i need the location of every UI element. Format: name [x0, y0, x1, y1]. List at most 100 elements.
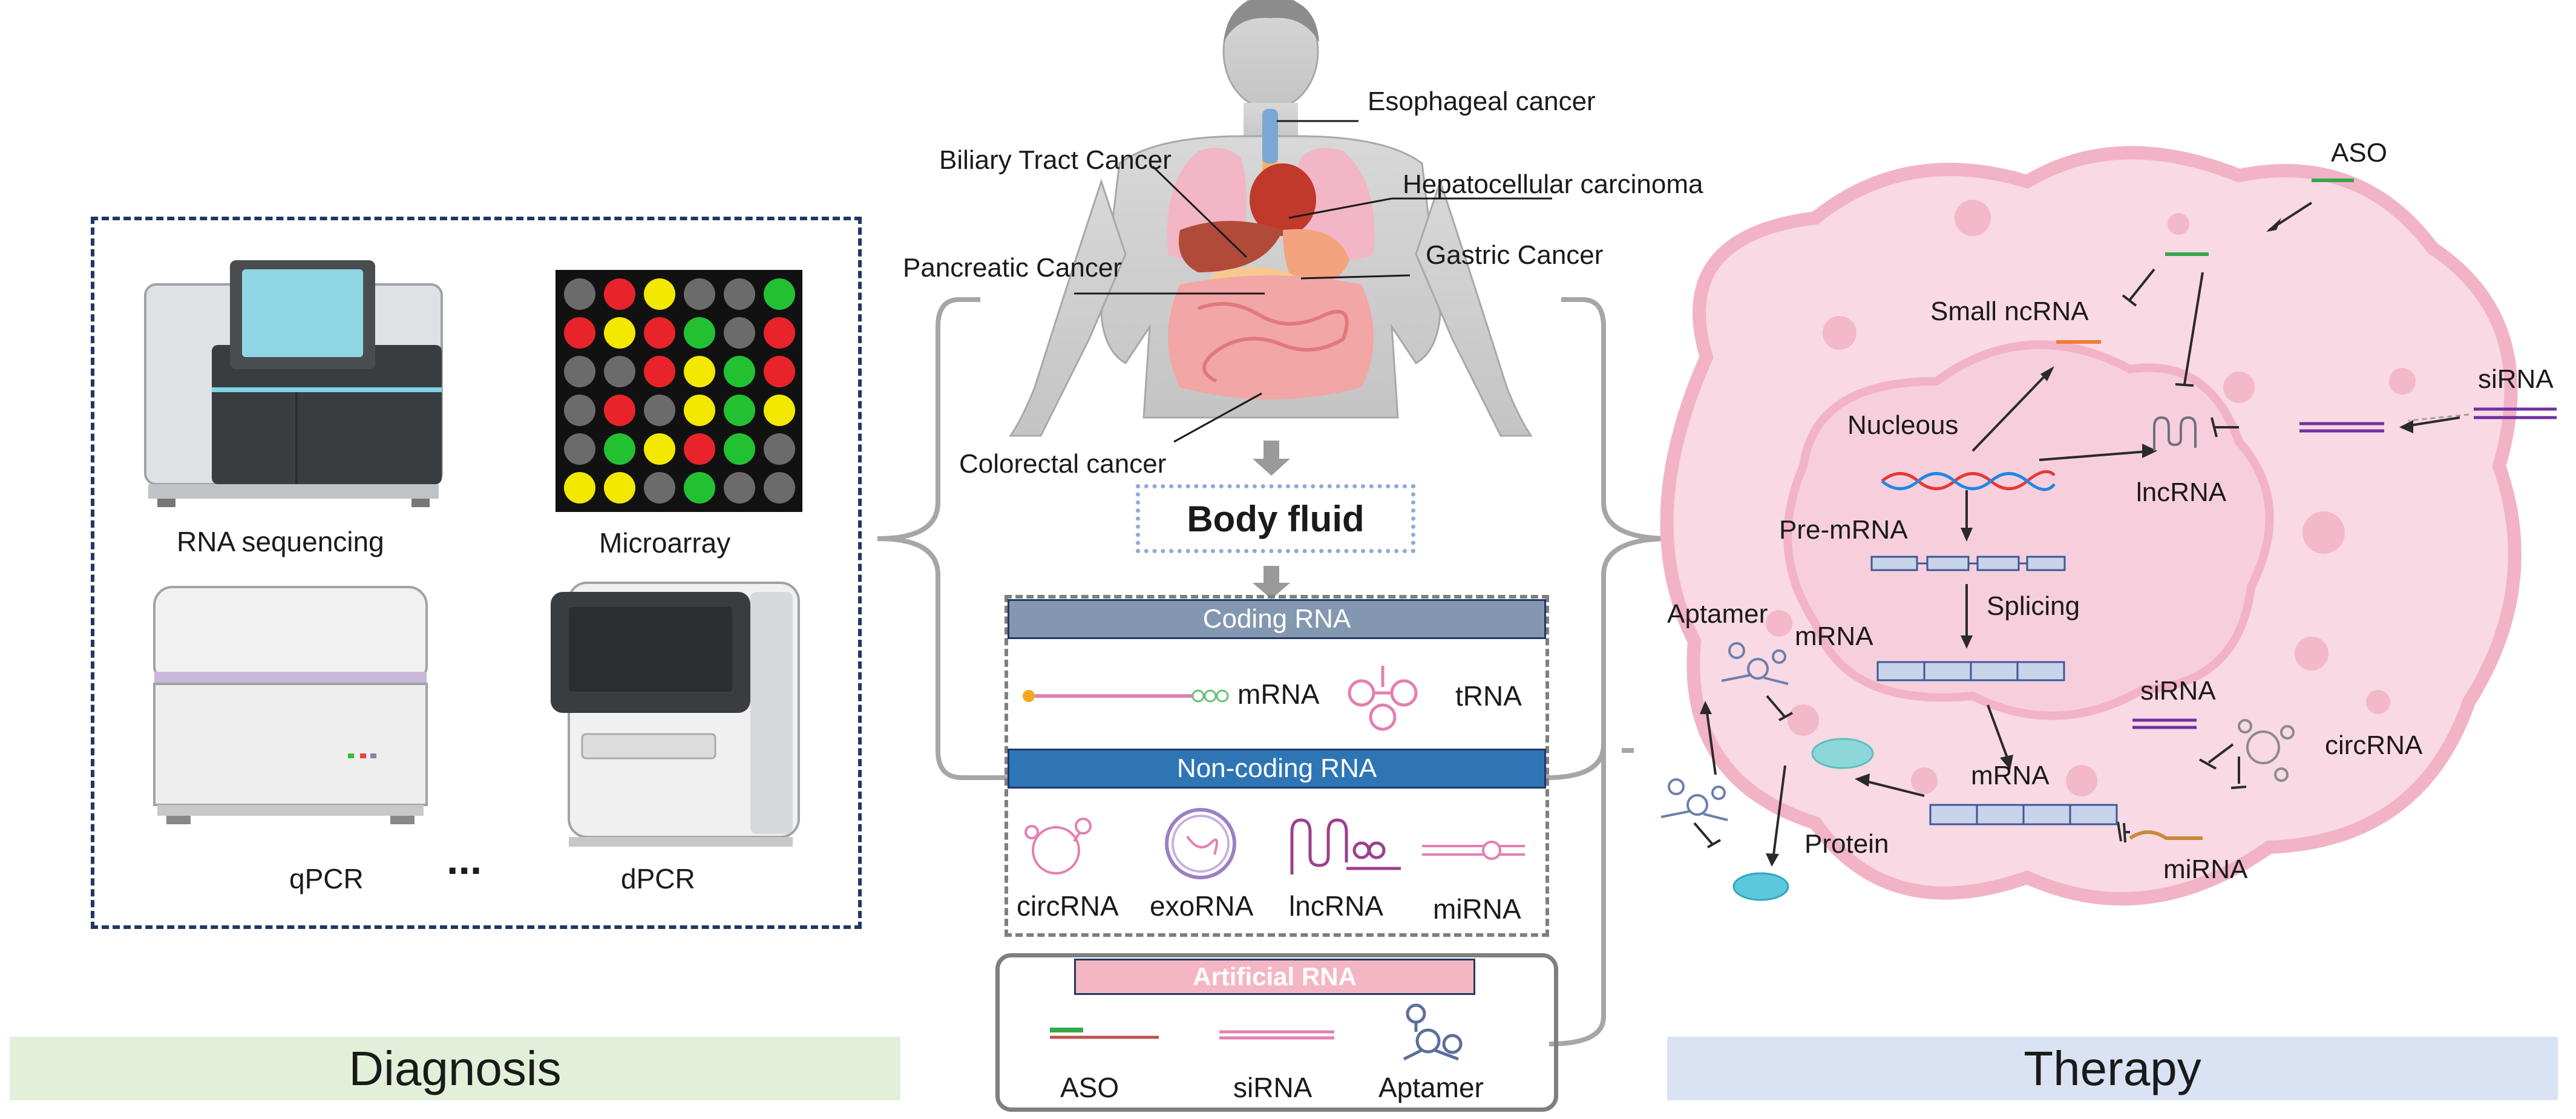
noncoding-rna-header: Non-coding RNA: [1008, 749, 1546, 789]
therapy-splicing-label: Splicing: [1987, 591, 2080, 621]
therapy-section-bar: Therapy: [1667, 1037, 2558, 1100]
microarray-spot: [604, 472, 635, 504]
sirna-artificial-label: siRNA: [1233, 1072, 1313, 1103]
dpcr-label: dPCR: [621, 863, 695, 894]
human-body-illustration: [1009, 0, 1533, 437]
microarray-spot: [724, 395, 755, 426]
microarray-illustration: [556, 270, 802, 512]
diagnosis-panel: [91, 217, 862, 929]
microarray-spot: [764, 395, 795, 426]
microarray-spot: [564, 278, 595, 310]
therapy-circrna-label: circRNA: [2325, 730, 2423, 760]
cancer-label-hepatocellular: Hepatocellular carcinoma: [1403, 169, 1703, 199]
therapy-mrna-inner-label: mRNA: [1795, 622, 1873, 651]
diagnosis-section-bar: Diagnosis: [10, 1037, 900, 1100]
microarray-spot: [684, 356, 715, 387]
microarray-spot: [764, 278, 795, 310]
microarray-spot: [604, 356, 635, 387]
natural-rna-panel: [1005, 595, 1549, 937]
therapy-pre-mrna-label: Pre-mRNA: [1779, 515, 1908, 545]
exorna-illustration: [1165, 808, 1236, 879]
cancer-label-esophageal: Esophageal cancer: [1368, 87, 1596, 116]
microarray-spot: [764, 472, 795, 504]
microarray-spot: [684, 317, 715, 349]
microarray-spot: [564, 356, 595, 387]
microarray-spot: [764, 356, 795, 387]
microarray-label: Microarray: [599, 527, 731, 559]
lncrna-illustration: [1290, 818, 1401, 875]
microarray-spot: [724, 278, 755, 310]
microarray-spot: [764, 433, 795, 465]
circrna-label: circRNA: [1017, 890, 1119, 922]
qpcr-label: qPCR: [289, 863, 364, 894]
microarray-spot: [684, 433, 715, 465]
diagnosis-section-label: Diagnosis: [349, 1041, 562, 1095]
therapy-mrna-outer-label: mRNA: [1971, 761, 2050, 790]
mirna-label: miRNA: [1433, 893, 1521, 925]
trna-illustration: [1348, 666, 1418, 731]
microarray-spot: [724, 356, 755, 387]
microarray-spot: [764, 317, 795, 349]
lncrna-label: lncRNA: [1289, 890, 1383, 922]
microarray-spot: [564, 317, 595, 349]
microarray-spot: [684, 395, 715, 426]
cancer-label-pancreatic: Pancreatic Cancer: [903, 253, 1122, 283]
microarray-spot: [644, 433, 675, 465]
microarray-spot: [644, 395, 675, 426]
microarray-spot: [724, 317, 755, 349]
microarray-spot: [604, 317, 635, 349]
microarray-spot: [684, 278, 715, 310]
therapy-small-ncrna-label: Small ncRNA: [1930, 297, 2089, 326]
microarray-spot: [644, 356, 675, 387]
microarray-spot: [644, 472, 675, 504]
aptamer-artificial-label: Aptamer: [1378, 1072, 1484, 1103]
mirna-illustration: [1422, 841, 1525, 860]
coding-rna-header: Coding RNA: [1008, 599, 1546, 639]
mrna-label: mRNA: [1237, 678, 1320, 710]
therapy-nucleous-label: Nucleous: [1847, 410, 1959, 440]
sirna-illustration: [1219, 1030, 1334, 1040]
microarray-spot: [644, 317, 675, 349]
cancer-label-gastric: Gastric Cancer: [1426, 240, 1604, 270]
therapy-sirna-mid-label: siRNA: [2140, 676, 2216, 706]
aso-illustration: [1050, 1028, 1159, 1039]
therapy-mirna-label: miRNA: [2163, 855, 2248, 884]
microarray-spot: [644, 278, 675, 310]
microarray-spot: [724, 433, 755, 465]
dpcr-illustration: [551, 582, 800, 847]
microarray-spot: [564, 433, 595, 465]
therapy-lncrna-label: lncRNA: [2136, 477, 2227, 507]
therapy-section-label: Therapy: [2024, 1041, 2201, 1095]
body-fluid-label: Body fluid: [1187, 498, 1365, 539]
microarray-spot: [564, 472, 595, 504]
aso-label: ASO: [1060, 1072, 1119, 1103]
microarray-spot: [564, 395, 595, 426]
exorna-label: exoRNA: [1150, 890, 1254, 922]
therapy-sirna-top-label: siRNA: [2478, 364, 2554, 394]
rna-sequencing-label: RNA sequencing: [177, 526, 384, 557]
microarray-spot: [604, 433, 635, 465]
aptamer-illustration: [1403, 1003, 1463, 1061]
cancer-label-colorectal: Colorectal cancer: [959, 449, 1167, 479]
microarray-spot: [684, 472, 715, 504]
cell-illustration: [1660, 146, 2522, 906]
microarray-spot: [604, 278, 635, 310]
artificial-rna-panel: [995, 953, 1558, 1112]
rna-sequencer-illustration: [144, 260, 443, 507]
cancer-label-biliary: Biliary Tract Cancer: [939, 145, 1172, 175]
qpcr-illustration: [153, 586, 428, 824]
therapy-aptamer-label: Aptamer: [1667, 599, 1768, 629]
circrna-illustration: [1024, 818, 1092, 875]
artificial-rna-header: Artificial RNA: [1074, 959, 1475, 995]
mrna-illustration: [1023, 689, 1229, 703]
therapy-aso-label: ASO: [2331, 138, 2387, 168]
body-fluid-box: Body fluid: [1136, 484, 1415, 553]
ellipsis: ...: [447, 836, 482, 883]
trna-label: tRNA: [1455, 680, 1522, 712]
microarray-spot: [604, 395, 635, 426]
therapy-protein-label: Protein: [1804, 829, 1889, 859]
microarray-spot: [724, 472, 755, 504]
